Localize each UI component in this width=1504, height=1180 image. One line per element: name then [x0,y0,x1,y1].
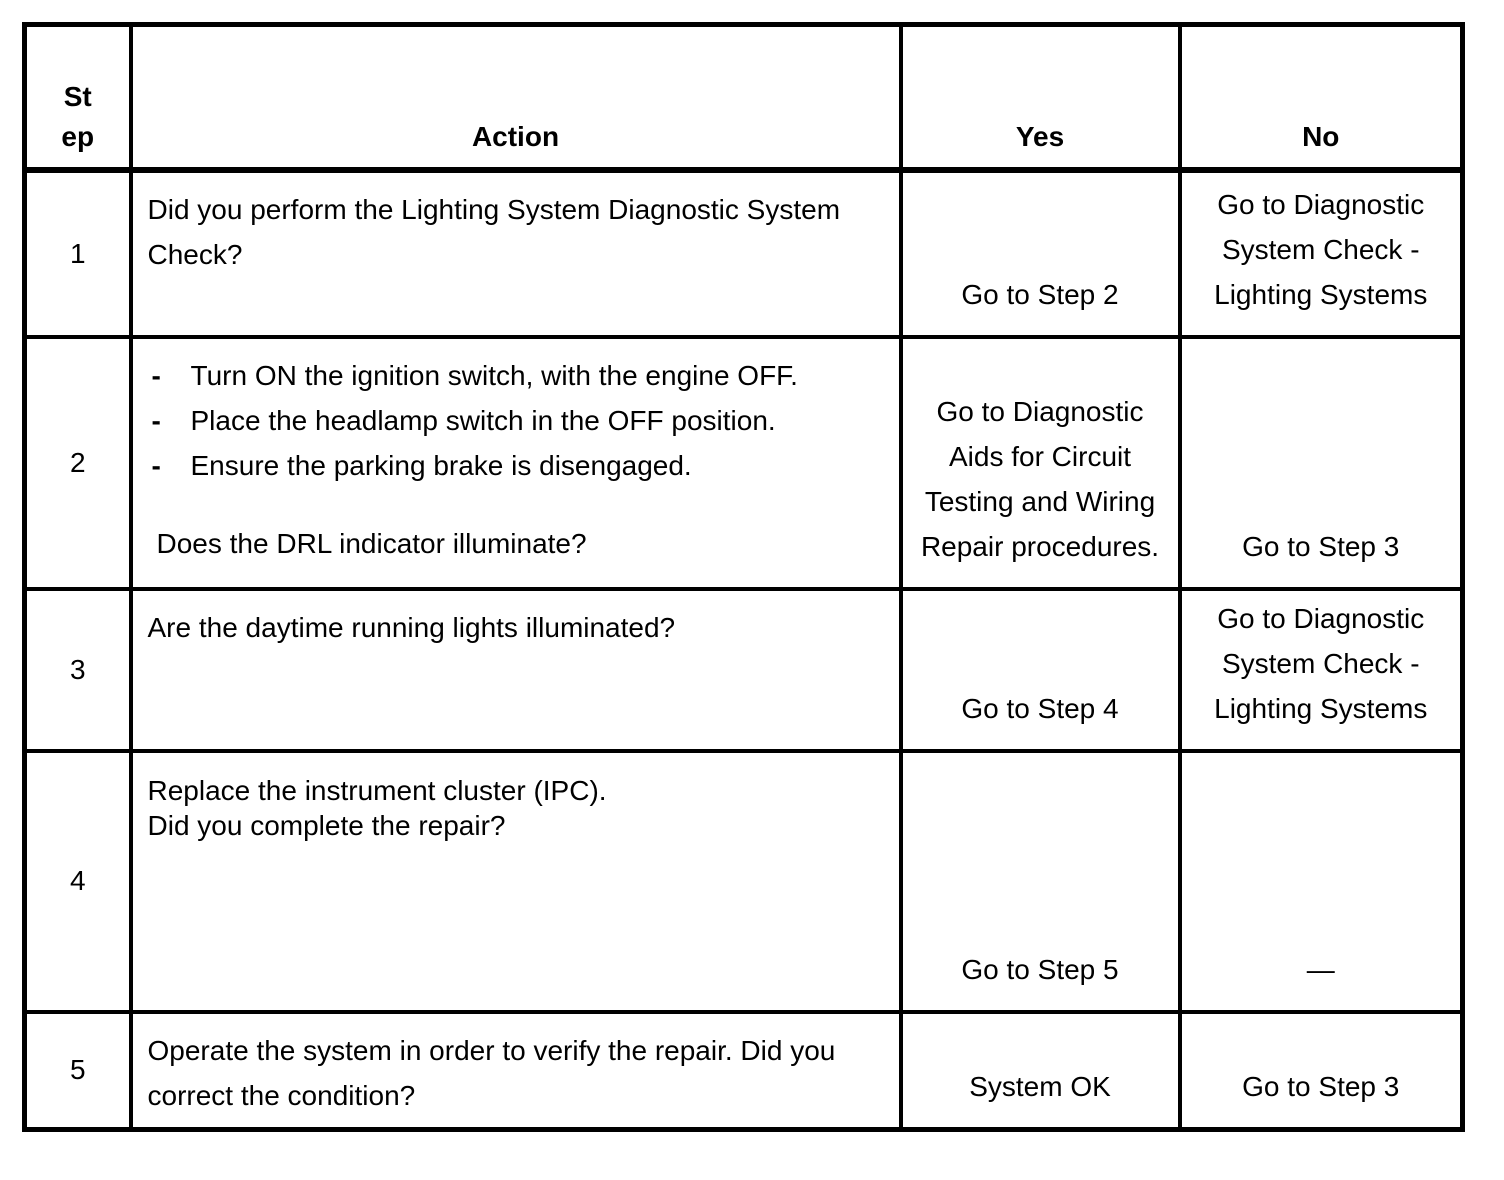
action-cell: -Turn ON the ignition switch, with the e… [128,334,903,591]
step-number: 2 [69,446,86,478]
table-body: 1 Did you perform the Lighting System Dia… [22,167,1465,1132]
no-cell: — [1177,748,1465,1014]
step-number: 4 [69,865,86,896]
step-cell: 1 [22,167,133,339]
column-header-step: St ep [22,22,133,173]
no-cell: Go to Diagnostic System Check - Lighting… [1177,167,1465,339]
table-row: 2-Turn ON the ignition switch, with the … [22,334,1465,591]
action-question: Does the DRL indicator illuminate? [156,527,587,559]
column-header-action: Action [128,22,903,173]
table-row: 1 Did you perform the Lighting System Dia… [22,167,1465,339]
step-cell: 4 [22,748,133,1014]
no-cell: Go to Step 3 [1177,1009,1465,1132]
diagnostic-steps-table: St ep Action Yes No 1 Did you perform the… [22,22,1465,1132]
bullet-text: Turn ON the ignition switch, with the en… [190,359,798,391]
action-cell: Operate the system in order to verify th… [128,1009,903,1132]
header-row: St ep Action Yes No [22,22,1465,173]
action-bullet: -Ensure the parking brake is disengaged. [148,443,887,488]
no-cell: Go to Diagnostic System Check - Lighting… [1177,586,1465,753]
yes-cell: System OK [898,1009,1182,1132]
bullet-dash-icon: - [151,359,161,391]
action-cell: Did you perform the Lighting System Diag… [128,167,903,339]
bullet-text: Ensure the parking brake is disengaged. [190,449,692,481]
column-header-yes: Yes [898,22,1182,173]
action-text: Replace the instrument cluster (IPC). Di… [147,774,607,841]
action-text: Operate the system in order to verify th… [147,1034,836,1111]
yes-cell: Go to Step 2 [898,167,1182,339]
bullet-text: Place the headlamp switch in the OFF pos… [190,404,776,436]
step-cell: 3 [22,586,133,753]
column-header-no: No [1177,22,1465,173]
action-text: Did you perform the Lighting System Diag… [147,193,841,270]
action-bullet: -Place the headlamp switch in the OFF po… [148,398,887,443]
yes-cell: Go to Diagnostic Aids for Circuit Testin… [898,334,1182,591]
step-number: 5 [69,1054,86,1086]
table-row: 3 Are the daytime running lights illumina… [22,586,1465,753]
step-cell: 2 [22,334,133,591]
step-number: 1 [69,237,86,269]
step-number: 3 [69,653,86,685]
bullet-dash-icon: - [151,404,161,436]
action-text: Are the daytime running lights illuminat… [147,611,676,643]
action-cell: Are the daytime running lights illuminat… [128,586,903,753]
action-cell: Replace the instrument cluster (IPC). Di… [128,748,903,1014]
bullet-dash-icon: - [151,449,161,481]
step-cell: 5 [22,1009,133,1132]
table-header: St ep Action Yes No [22,22,1465,173]
action-bullet: -Turn ON the ignition switch, with the e… [148,353,887,398]
table-row: 5 Operate the system in order to verify t… [22,1009,1465,1132]
yes-cell: Go to Step 4 [898,586,1182,753]
yes-cell: Go to Step 5 [898,748,1182,1014]
no-cell: Go to Step 3 [1177,334,1465,591]
table-row: 4 Replace the instrument cluster (IPC). D… [22,748,1465,1014]
